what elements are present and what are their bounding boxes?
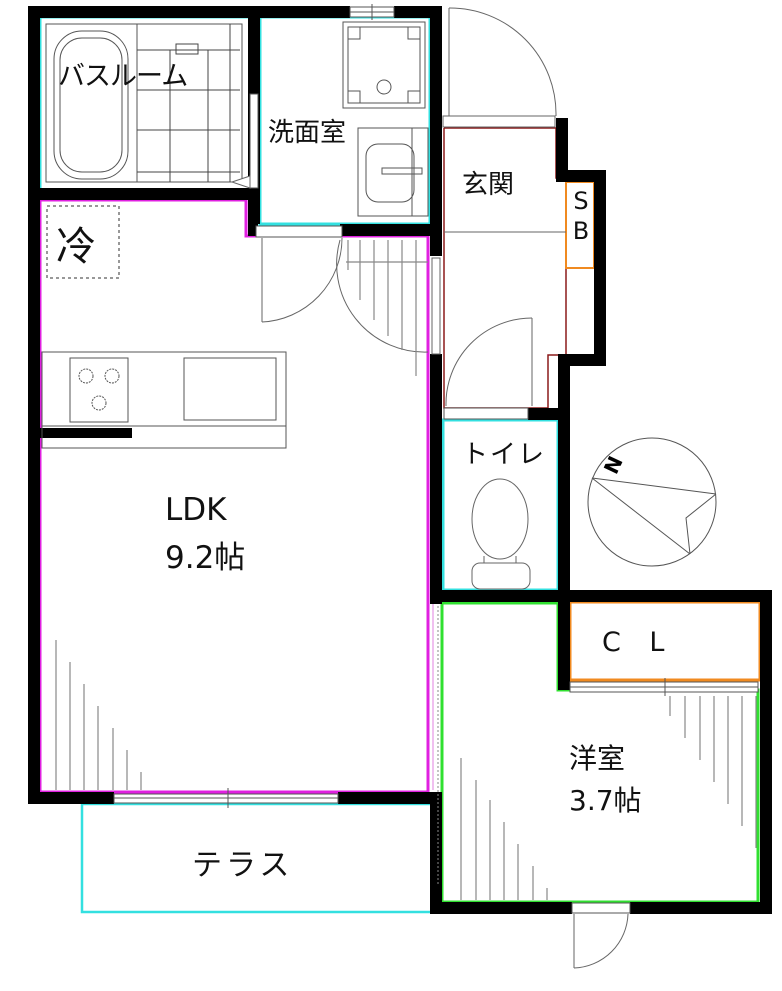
closet-door (569, 678, 759, 696)
bathroom-label: バスルーム (58, 61, 188, 92)
washroom-label: 洗面室 (268, 118, 347, 148)
ldk-label: LDK 9.2帖 (165, 486, 245, 582)
closet-label: C L (602, 627, 675, 658)
shoe-box-label: S B (569, 186, 593, 246)
floor-hatching (55, 240, 757, 900)
bathtub-icon (45, 23, 243, 183)
ldk-size: 9.2帖 (165, 540, 246, 576)
entrance-label: 玄関 (462, 170, 515, 200)
terrace-label: テラス (192, 848, 294, 883)
shoe-box-label-s: S (573, 187, 589, 215)
fridge-space (46, 205, 120, 279)
shoe-box-label-b: B (572, 217, 590, 245)
kitchen-counter (41, 351, 287, 449)
washing-machine-icon (342, 21, 426, 109)
bathroom-outline (38, 15, 252, 192)
doors (230, 7, 629, 969)
sink-icon (357, 127, 429, 217)
windows (113, 4, 631, 914)
ldk-name: LDK (165, 492, 227, 528)
compass-icon (587, 437, 717, 567)
bath-floor-tiles (137, 24, 240, 182)
western-room-size: 3.7帖 (569, 784, 642, 817)
toilet-label: トイレ (462, 440, 547, 470)
western-room-name: 洋室 (569, 742, 626, 775)
fridge-label: 冷 (56, 224, 96, 270)
toilet-icon (471, 478, 531, 590)
western-room-label: 洋室 3.7帖 (569, 738, 642, 822)
walls (28, 6, 772, 914)
